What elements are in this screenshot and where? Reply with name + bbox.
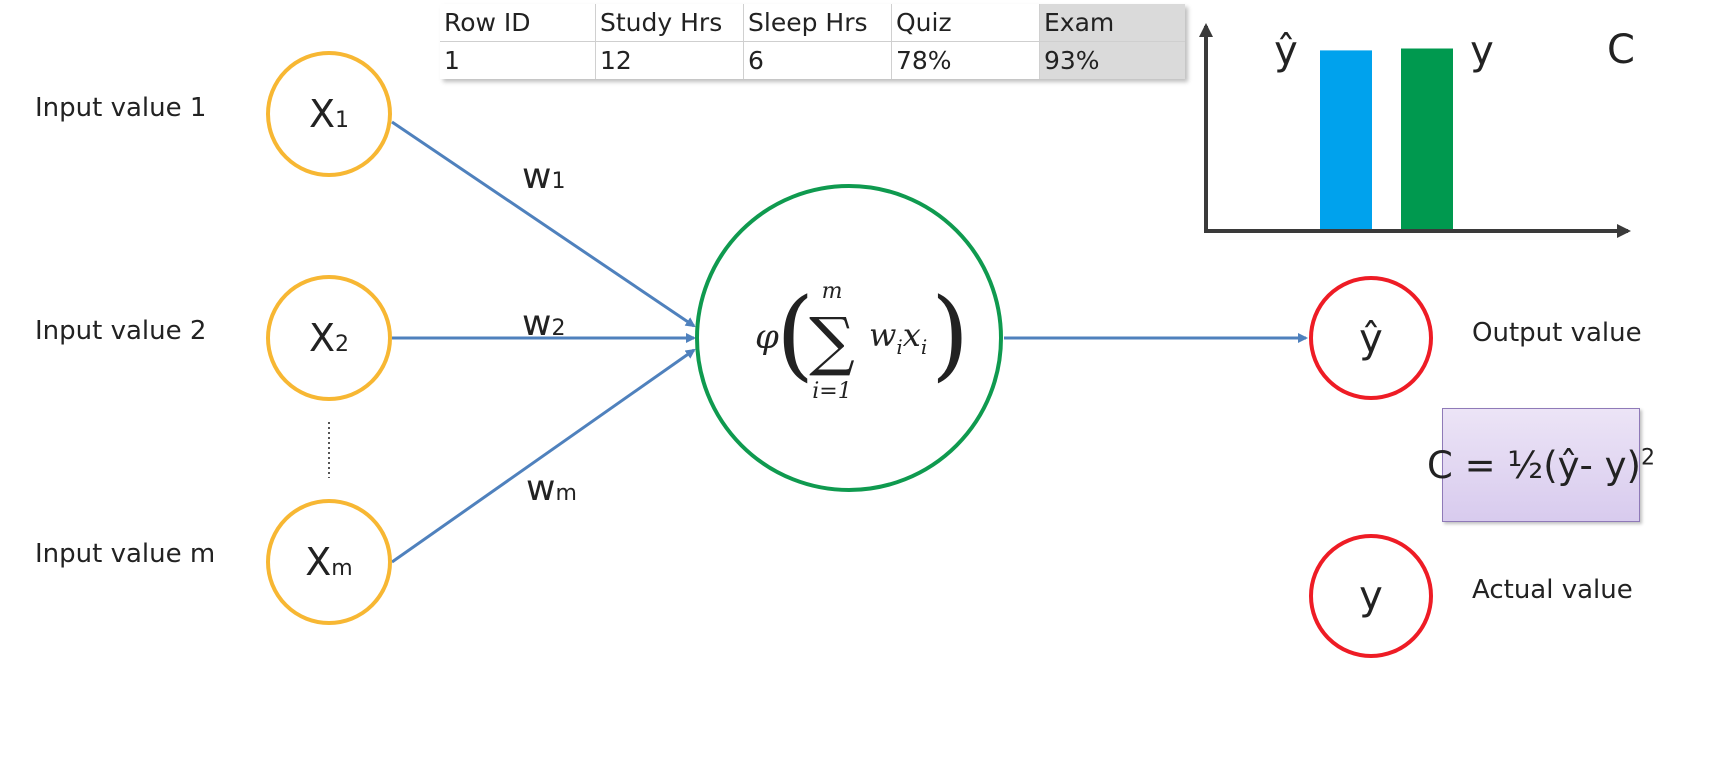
chart-bar-y <box>1401 48 1453 229</box>
table-header-exam: Exam <box>1039 4 1185 42</box>
chart-corner-label: C <box>1607 27 1635 73</box>
chart-category-label-yhat: ŷ <box>1274 28 1298 74</box>
table-cell-exam: 93% <box>1039 41 1185 79</box>
connection-x1 <box>391 120 696 328</box>
weight-label-m: wm <box>526 468 577 509</box>
summation-lower: i=1 <box>812 379 851 404</box>
input-node-xm: Xm <box>266 499 392 625</box>
input-label-1: Input value 1 <box>35 93 207 123</box>
cost-formula-box: C = ½(ŷ- y)2 <box>1427 408 1655 522</box>
actual-node-y: y <box>1309 534 1433 658</box>
table-header-row-id: Row ID <box>440 4 596 42</box>
input-node-x2: X2 <box>266 275 392 401</box>
right-paren: ) <box>931 278 969 392</box>
activation-phi: φ <box>755 317 779 357</box>
left-paren: ( <box>776 278 814 392</box>
input-label-2: Input value 2 <box>35 316 207 346</box>
svg-text:ŷ: ŷ <box>1359 316 1383 362</box>
connection-xm <box>391 348 696 564</box>
output-value-label: Output value <box>1472 318 1642 348</box>
cost-formula: C = ½(ŷ- y)2 <box>1427 443 1655 487</box>
svg-text:X2: X2 <box>309 316 349 360</box>
table-header-study-hrs: Study Hrs <box>595 4 744 42</box>
input-label-m: Input value m <box>35 539 216 569</box>
input-node-x1: X1 <box>266 51 392 177</box>
weight-label-2: w2 <box>522 303 565 344</box>
output-node-yhat: ŷ <box>1309 276 1433 400</box>
table-row: 1 12 6 78% 93% <box>440 41 1185 79</box>
chart-category-label-y: y <box>1470 28 1494 74</box>
table-cell-sleep-hrs: 6 <box>743 41 892 79</box>
table-cell-quiz: 78% <box>891 41 1040 79</box>
table-header-quiz: Quiz <box>891 4 1040 42</box>
table-header-sleep-hrs: Sleep Hrs <box>743 4 892 42</box>
neuron-node: φ ( m ∑ i=1 wixi ) <box>695 184 1003 492</box>
summation-upper: m <box>822 279 843 304</box>
table-cell-row-id: 1 <box>440 41 596 79</box>
chart-bar-yhat <box>1320 50 1372 230</box>
summation-term: wixi <box>869 316 927 359</box>
svg-text:X1: X1 <box>309 92 349 136</box>
svg-text:y: y <box>1359 573 1383 619</box>
actual-value-label: Actual value <box>1472 575 1633 605</box>
table-header-row: Row ID Study Hrs Sleep Hrs Quiz Exam <box>440 4 1185 42</box>
data-table: Row ID Study Hrs Sleep Hrs Quiz Exam 1 1… <box>440 4 1185 79</box>
summation-sign: ∑ <box>809 305 855 379</box>
weight-label-1: w1 <box>522 156 565 197</box>
table-cell-study-hrs: 12 <box>595 41 744 79</box>
svg-text:Xm: Xm <box>305 540 352 584</box>
